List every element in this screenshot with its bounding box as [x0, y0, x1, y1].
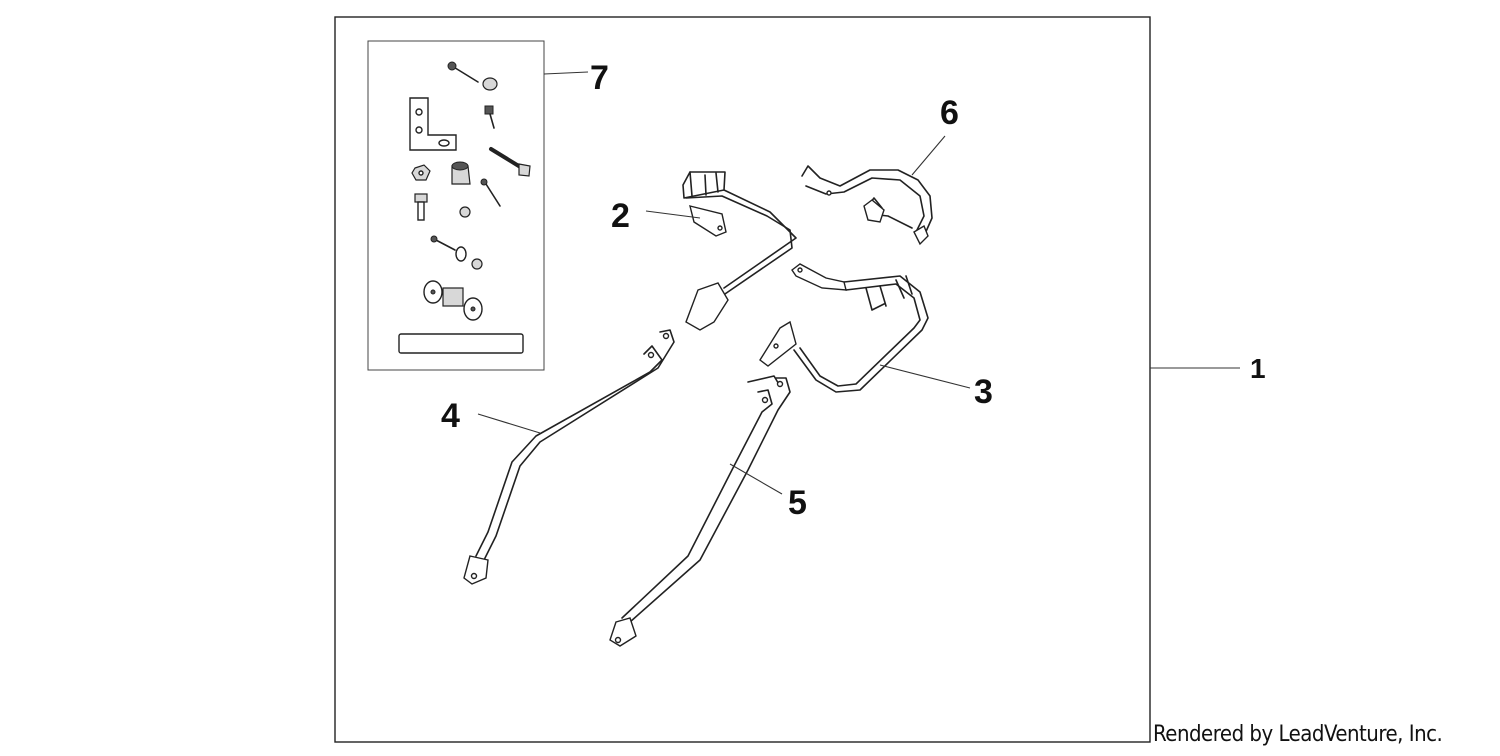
callout-1: 1 — [1250, 353, 1266, 384]
callout-5: 5 — [788, 484, 807, 522]
part-3-bracket — [759, 263, 929, 393]
leader-4 — [477, 413, 541, 434]
part-2-bracket — [682, 171, 797, 331]
callout-7: 7 — [590, 59, 609, 97]
leader-2 — [645, 210, 701, 219]
part-4-stay — [463, 329, 675, 585]
callout-2: 2 — [611, 197, 630, 235]
callout-6: 6 — [940, 94, 959, 132]
callout-3: 3 — [974, 373, 993, 411]
render-credit: Rendered by LeadVenture, Inc. — [1153, 722, 1443, 747]
part-5-stay — [609, 375, 791, 647]
leader-7 — [543, 71, 589, 75]
leader-6 — [911, 135, 946, 176]
kit-frame — [334, 16, 1151, 743]
part-6-bracket — [801, 165, 933, 246]
leader-5 — [729, 463, 783, 495]
hardware-kit-inset — [367, 40, 545, 371]
callout-4: 4 — [441, 397, 460, 435]
leader-3 — [879, 364, 971, 389]
